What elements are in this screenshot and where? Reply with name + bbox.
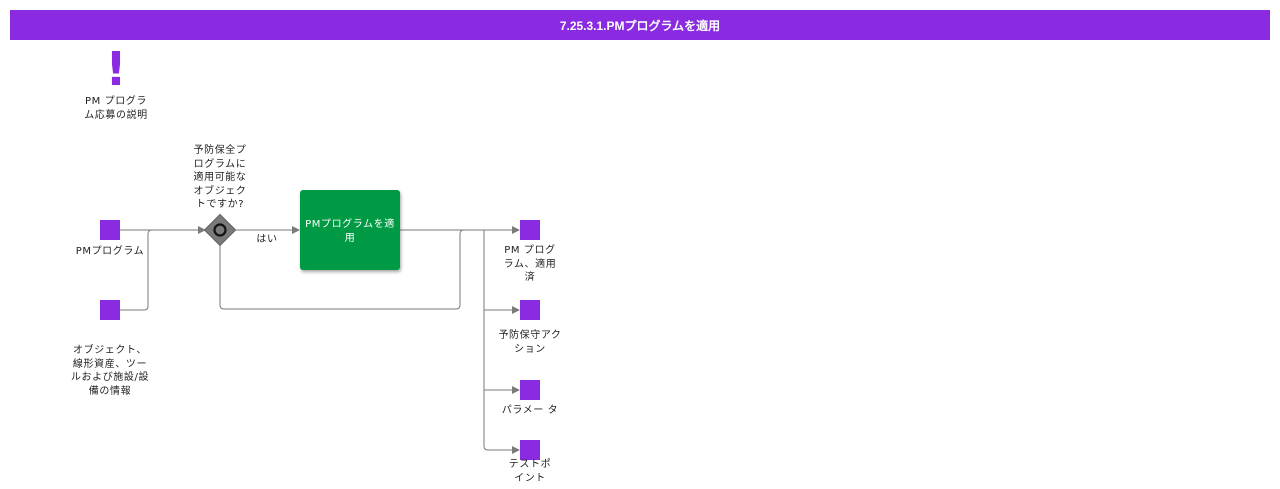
- gateway-yes-label: はい: [256, 234, 278, 245]
- edge-objects-to-gateway: [120, 229, 153, 311]
- data-object-pm-program-applied[interactable]: [520, 220, 540, 240]
- task-label[interactable]: PMプログラムを適 用: [305, 219, 395, 244]
- preventive-action-label: 予防保守アク ション: [498, 330, 562, 355]
- gateway-question-label: 予防保全プ ログラムに 適用可能な オブジェク トですか?: [193, 145, 247, 210]
- data-object-parameter[interactable]: [520, 380, 540, 400]
- pm-program-applied-label: PM プログ ラム、適用 済: [503, 245, 557, 283]
- data-object-test-point[interactable]: [520, 440, 540, 460]
- objects-info-label: オブジェクト、 線形資産、ツー ルおよび施設/設 備の情報: [70, 345, 150, 397]
- diagram-title-bar: 7.25.3.1.PMプログラムを適用: [10, 10, 1270, 40]
- edge-branch-trunk: [483, 230, 489, 451]
- data-object-preventive-action[interactable]: [520, 300, 540, 320]
- data-object-objects-info[interactable]: [100, 300, 120, 320]
- task-apply-pm-program[interactable]: [300, 190, 400, 270]
- test-point-label: テストポ イント: [508, 459, 552, 484]
- gateway-diamond-icon: [203, 213, 237, 247]
- edge-gateway-no-bypass: [219, 229, 465, 310]
- pm-program-label: PMプログラム: [75, 246, 145, 257]
- exclamation-icon: !: [105, 42, 127, 96]
- data-object-pm-program[interactable]: [100, 220, 120, 240]
- parameter-label: パラメー タ: [501, 405, 559, 416]
- diagram-title: 7.25.3.1.PMプログラムを適用: [559, 18, 721, 33]
- annotation-label: PM プログラ ム応募の説明: [84, 96, 148, 121]
